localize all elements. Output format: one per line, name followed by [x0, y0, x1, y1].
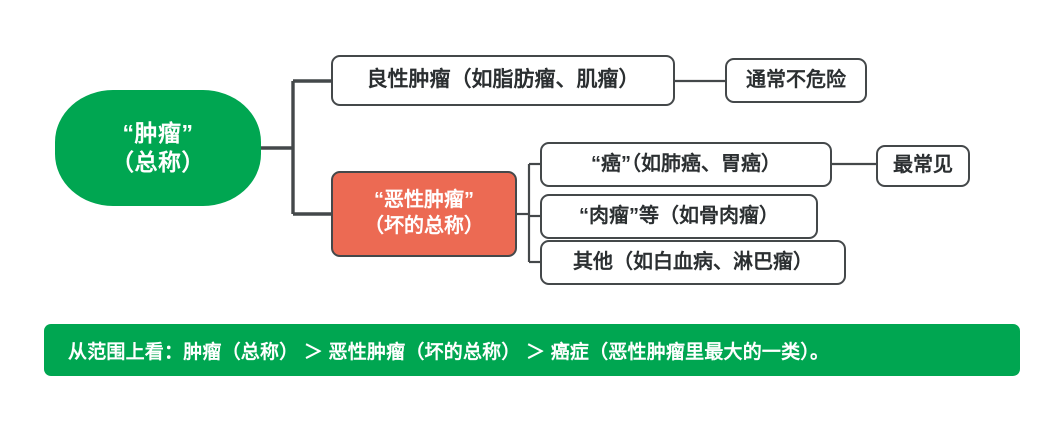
node-benign-tumor[interactable]: 良性肿瘤（如脂肪瘤、肌瘤） [331, 55, 675, 106]
node-sarcoma-label: “肉瘤”等（如骨肉瘤） [579, 204, 779, 227]
node-benign-label: 良性肿瘤（如脂肪瘤、肌瘤） [366, 68, 640, 92]
node-carcinoma-label: “癌”（如肺癌、胃癌） [591, 152, 781, 175]
node-carcinoma[interactable]: “癌”（如肺癌、胃癌） [540, 142, 832, 187]
node-root-line1: “肿瘤” [122, 119, 194, 146]
node-carcinoma-note-label: 最常见 [893, 154, 953, 177]
node-root-line2: （总称） [111, 149, 205, 175]
summary-banner-text: 从范围上看：肿瘤（总称） ＞ 恶性肿瘤（坏的总称） ＞ 癌症（恶性肿瘤里最大的一… [68, 341, 830, 363]
node-malignant-tumor[interactable]: “恶性肿瘤” （坏的总称） [331, 171, 517, 257]
node-other-malignancies[interactable]: 其他（如白血病、淋巴瘤） [540, 240, 846, 285]
node-other-label: 其他（如白血病、淋巴瘤） [573, 250, 813, 273]
node-malignant-line2: （坏的总称） [364, 215, 484, 237]
node-root-tumor[interactable]: “肿瘤” （总称） [55, 90, 261, 206]
node-sarcoma[interactable]: “肉瘤”等（如骨肉瘤） [540, 194, 818, 239]
node-malignant-line1: “恶性肿瘤” [374, 189, 474, 212]
node-benign-note[interactable]: 通常不危险 [725, 58, 867, 103]
node-carcinoma-note[interactable]: 最常见 [876, 145, 970, 187]
summary-banner: 从范围上看：肿瘤（总称） ＞ 恶性肿瘤（坏的总称） ＞ 癌症（恶性肿瘤里最大的一… [44, 324, 1020, 376]
node-benign-note-label: 通常不危险 [746, 68, 846, 91]
